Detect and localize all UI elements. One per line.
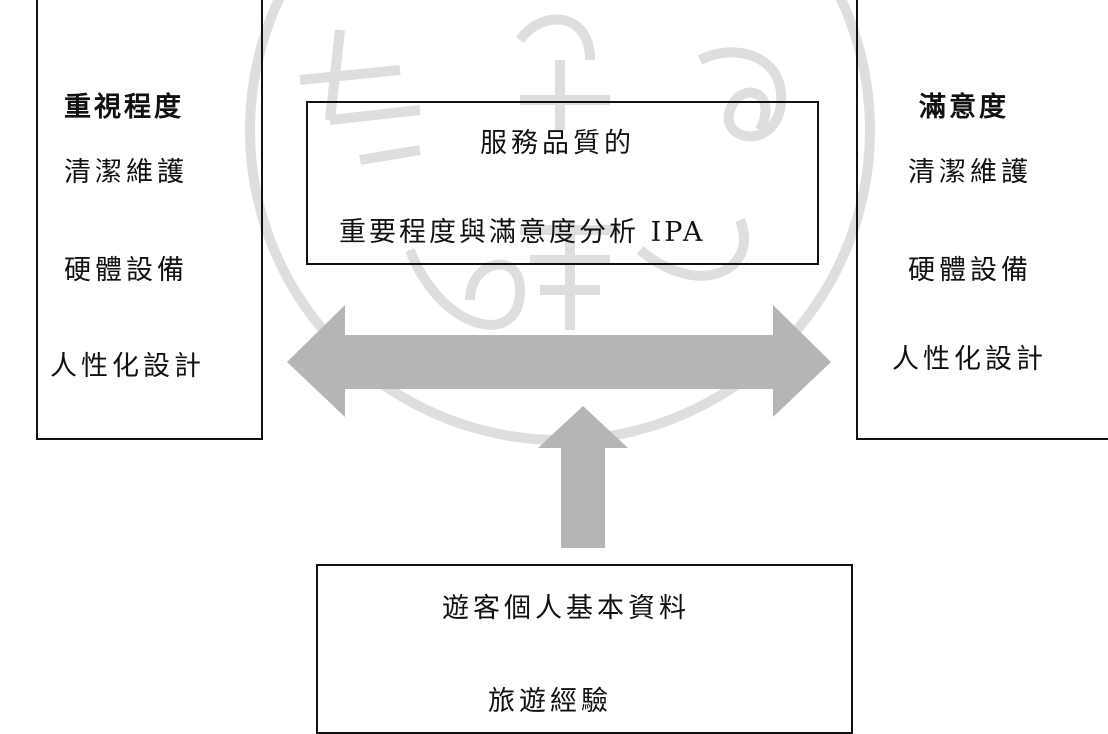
importance-item-humanized-design: 人性化設計 (50, 351, 205, 382)
importance-heading: 重視程度 (64, 92, 184, 123)
satisfaction-item-cleaning: 清潔維護 (908, 157, 1032, 188)
importance-item-hardware: 硬體設備 (64, 255, 188, 286)
ipa-title-line2: 重要程度與滿意度分析 IPA (339, 217, 706, 248)
up-arrow (538, 406, 628, 548)
satisfaction-box (856, 0, 1108, 440)
importance-box (36, 0, 263, 440)
ipa-title-line1: 服務品質的 (480, 128, 635, 159)
satisfaction-heading: 滿意度 (919, 92, 1009, 123)
satisfaction-item-hardware: 硬體設備 (908, 255, 1032, 286)
visitor-basic-data: 遊客個人基本資料 (442, 593, 690, 624)
importance-item-cleaning: 清潔維護 (64, 157, 188, 188)
travel-experience: 旅遊經驗 (488, 686, 612, 717)
double-arrow (287, 305, 831, 417)
ipa-analysis-box (306, 101, 819, 265)
satisfaction-item-humanized-design: 人性化設計 (892, 344, 1047, 375)
